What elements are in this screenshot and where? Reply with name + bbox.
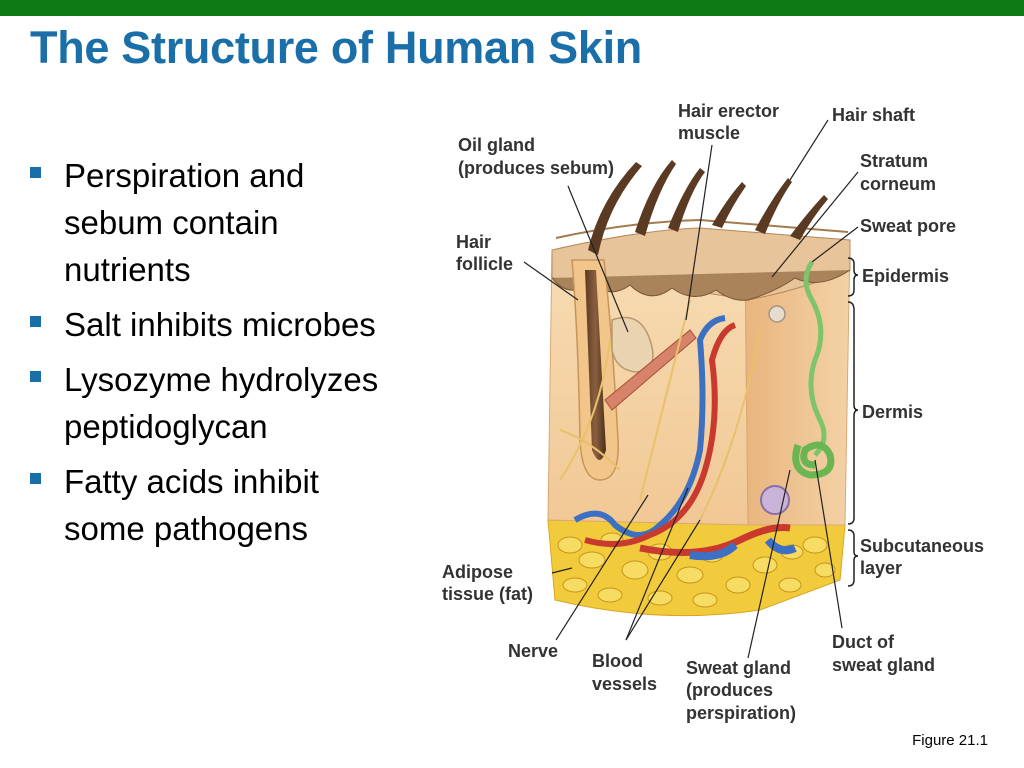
bullet-line: sebum contain — [64, 204, 279, 241]
sweat-duct — [803, 260, 827, 457]
sweat-gland-coil — [792, 441, 835, 479]
square-bullet-icon — [30, 371, 41, 382]
epidermis-surface — [555, 218, 849, 239]
bullet-item: Perspiration and sebum contain nutrients — [28, 152, 458, 293]
label-dermis: Dermis — [862, 402, 923, 422]
bullet-line: Fatty acids inhibit — [64, 463, 319, 500]
bullet-item: Lysozyme hydrolyzes peptidoglycan — [28, 356, 458, 450]
bullet-item: Fatty acids inhibit some pathogens — [28, 458, 458, 552]
leader-lines — [523, 119, 859, 659]
square-bullet-icon — [30, 473, 41, 484]
blood-vessel-blue — [689, 541, 738, 561]
bullet-item: Salt inhibits microbes — [28, 301, 458, 348]
pacinian-corpuscle — [760, 485, 790, 515]
hair-shaft — [755, 178, 792, 234]
hair-root — [585, 270, 606, 460]
bullet-line: peptidoglycan — [64, 408, 268, 445]
bullet-line: Perspiration and — [64, 157, 305, 194]
top-accent-bar — [0, 0, 1024, 16]
label-nerve: Nerve — [508, 641, 558, 661]
hair-shaft — [635, 160, 676, 236]
label-hair-shaft: Hair shaft — [832, 105, 915, 125]
bullet-list: Perspiration and sebum contain nutrients S… — [28, 152, 458, 560]
figure-caption: Figure 21.1 — [912, 732, 988, 749]
bullet-line: nutrients — [64, 251, 191, 288]
bullet-line: Salt inhibits microbes — [64, 306, 376, 343]
sweat-pore-opening — [768, 305, 786, 323]
skin-block — [547, 160, 851, 617]
label-oil-gland: Oil gland(produces sebum) — [458, 135, 614, 178]
bullet-line: some pathogens — [64, 510, 309, 547]
hair-shaft — [712, 182, 746, 228]
square-bullet-icon — [30, 316, 41, 327]
slide-title: The Structure of Human Skin — [30, 22, 642, 73]
blood-vessel-blue — [573, 315, 726, 538]
label-sweat-pore: Sweat pore — [860, 216, 956, 236]
layer-brackets — [847, 257, 859, 587]
nerve-fibers — [559, 299, 761, 521]
hair-shaft — [790, 195, 828, 240]
bullet-line: Lysozyme hydrolyzes — [64, 361, 379, 398]
hair-erector-muscle — [604, 329, 697, 411]
blood-vessel-red — [584, 322, 737, 547]
hair-shaft — [668, 168, 705, 232]
hair-shaft — [588, 162, 642, 255]
square-bullet-icon — [30, 167, 41, 178]
blood-vessel-red — [639, 524, 791, 556]
blood-vessel-blue — [764, 537, 797, 555]
label-epidermis: Epidermis — [862, 266, 949, 286]
